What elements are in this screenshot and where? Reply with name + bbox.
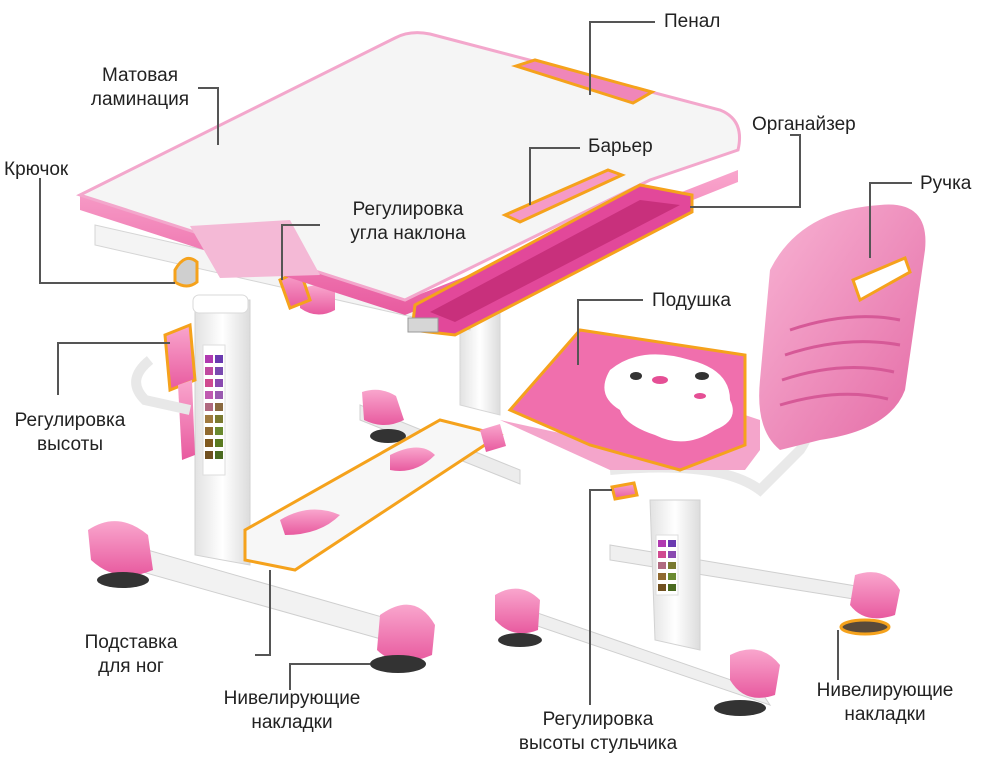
leader-cushion bbox=[577, 299, 643, 365]
label-barrier: Барьер bbox=[588, 136, 653, 157]
leader-barrier bbox=[529, 147, 580, 205]
leader-chair-height bbox=[589, 489, 612, 705]
chair-backrest-slats bbox=[779, 315, 901, 407]
chair-height-scale-marks bbox=[658, 540, 676, 591]
footrest bbox=[243, 418, 506, 572]
chair-height-clip bbox=[610, 481, 639, 501]
desk-rear-foot-pad bbox=[370, 429, 406, 443]
leader-lamination bbox=[198, 87, 219, 145]
chair-handle bbox=[851, 255, 912, 303]
leader-hook bbox=[39, 178, 175, 284]
desk-side-rail bbox=[131, 356, 192, 415]
chair-cushion-eye-left bbox=[630, 372, 642, 380]
leader-lines bbox=[39, 21, 912, 705]
desk-pink-edge-front bbox=[190, 220, 320, 278]
chair-backrest bbox=[759, 204, 926, 450]
desk-pencil-tray bbox=[511, 58, 656, 105]
label-penal: Пенал bbox=[664, 11, 721, 32]
chair-foot-cap-3 bbox=[850, 572, 900, 619]
chair-cushion-cheek bbox=[652, 376, 668, 384]
footrest-bracket bbox=[480, 424, 506, 452]
chair-foot-pad-3 bbox=[839, 618, 891, 636]
desk-height-lever bbox=[178, 380, 195, 460]
desk-barrier bbox=[501, 168, 626, 224]
chair-foot-pad-1 bbox=[498, 633, 542, 647]
leader-tilt bbox=[281, 224, 320, 280]
label-handle: Ручка bbox=[920, 173, 972, 194]
leader-organizer bbox=[690, 134, 801, 208]
desk-rear-foot-cap bbox=[362, 389, 404, 425]
chair-foot-cap-1 bbox=[495, 588, 540, 634]
desk-organizer-handle bbox=[407, 317, 439, 333]
desk-front-foot-cap-left bbox=[88, 521, 153, 576]
desk-height-scale-marks bbox=[205, 355, 223, 459]
leader-pads-left bbox=[289, 663, 370, 690]
desk-organizer-inner bbox=[430, 200, 680, 322]
leader-handle bbox=[869, 182, 912, 258]
footrest-pad-upper bbox=[390, 447, 435, 471]
desk-height-handle bbox=[163, 322, 197, 393]
desk-collar bbox=[192, 294, 249, 314]
chair-foot-pad-2 bbox=[714, 700, 766, 716]
footrest-board bbox=[243, 418, 504, 572]
desk-front-foot-pad-left bbox=[97, 572, 149, 588]
chair-base-rear bbox=[609, 544, 886, 605]
desk-front-foot-pad-right bbox=[370, 655, 426, 673]
leader-footrest bbox=[255, 570, 271, 656]
leader-penal bbox=[589, 21, 655, 95]
desk bbox=[76, 31, 741, 673]
desk-front-foot-cap-right bbox=[377, 604, 435, 662]
chair-base-front bbox=[499, 599, 772, 706]
label-organizer: Органайзер bbox=[752, 114, 856, 135]
chair-cushion-eye-right bbox=[695, 372, 709, 380]
desk-hook bbox=[173, 256, 199, 288]
footrest-pad-lower bbox=[280, 509, 340, 535]
label-cushion: Подушка bbox=[652, 290, 731, 311]
chair-cushion-nose bbox=[694, 393, 706, 399]
chair bbox=[495, 204, 926, 716]
label-hook: Крючок bbox=[4, 159, 69, 180]
leader-height bbox=[57, 342, 170, 395]
chair-foot-cap-2 bbox=[730, 649, 780, 698]
